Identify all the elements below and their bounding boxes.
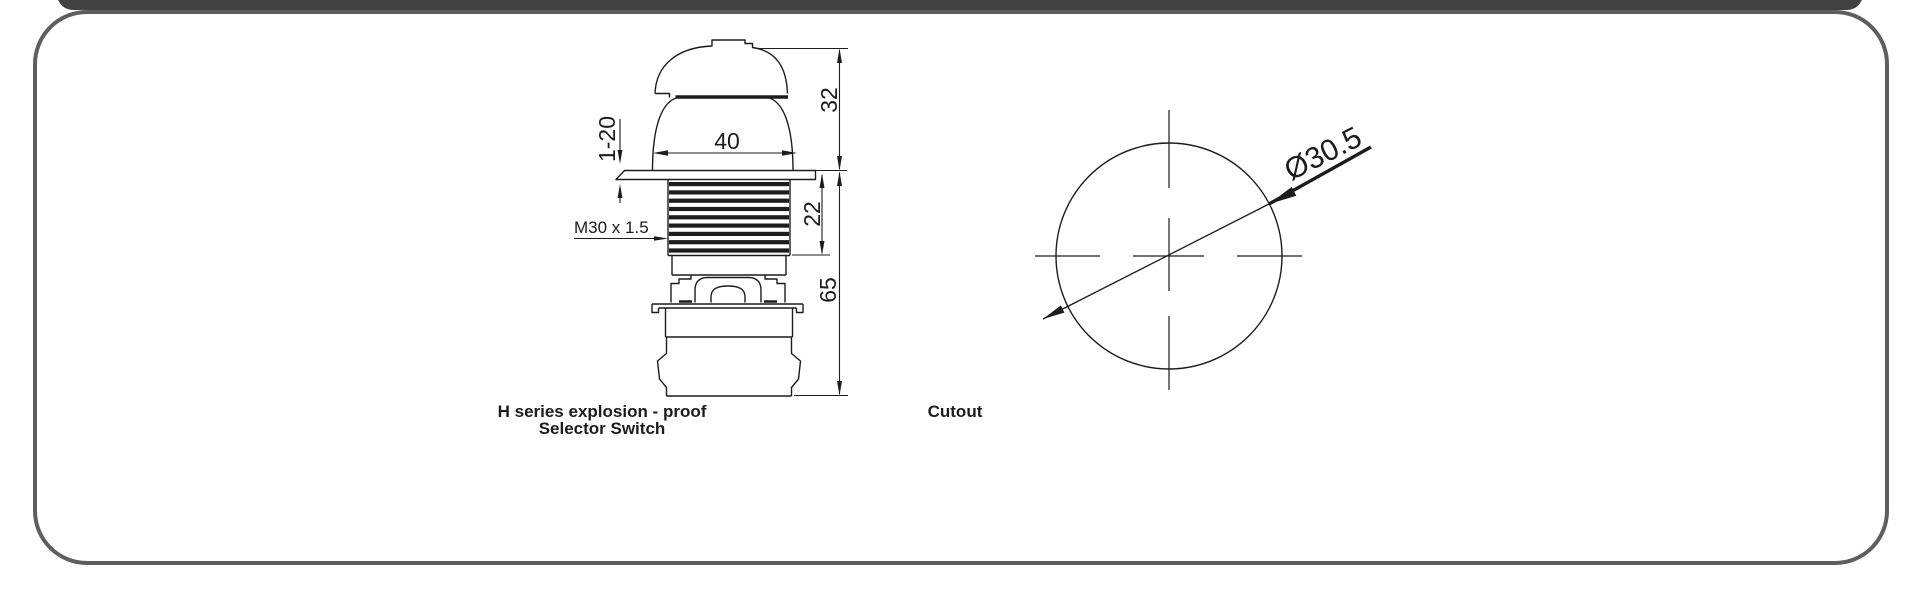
latch-adapter	[670, 255, 787, 303]
switch-caption-line2: Selector Switch	[539, 419, 666, 438]
dim-thread-length-label: 22	[799, 201, 825, 227]
thread-stripes	[669, 182, 789, 253]
dim-total-height-65	[794, 171, 848, 397]
mounting-flange	[615, 169, 847, 181]
dim-width-label: 40	[714, 128, 740, 154]
dim-width-40	[653, 150, 797, 156]
dim-head-height-label: 32	[816, 87, 842, 113]
contact-block	[656, 308, 802, 397]
clip-plate	[651, 303, 804, 314]
diameter-label: Ø30.5	[1279, 121, 1367, 188]
dim-total-height-label: 65	[815, 277, 841, 303]
top-partial-bar	[57, 0, 1863, 10]
drawing-card	[33, 10, 1889, 565]
cutout-drawing	[1035, 110, 1372, 390]
thread-spec-leader	[574, 236, 668, 241]
thread-spec-label: M30 x 1.5	[574, 218, 649, 237]
switch-caption-line1: H series explosion - proof	[498, 402, 707, 421]
dim-thread-length-22	[792, 173, 830, 256]
dim-head-height-32	[756, 47, 848, 171]
switch-knob	[654, 39, 789, 99]
center-lines	[1035, 110, 1302, 390]
dim-panel-thickness	[617, 119, 623, 203]
selector-switch-drawing	[574, 39, 848, 397]
dim-panel-thickness-label: 1-20	[594, 116, 620, 162]
threaded-bushing	[667, 180, 791, 257]
cutout-caption: Cutout	[928, 402, 983, 421]
switch-bowl	[651, 96, 794, 171]
diameter-leader	[1042, 145, 1372, 320]
